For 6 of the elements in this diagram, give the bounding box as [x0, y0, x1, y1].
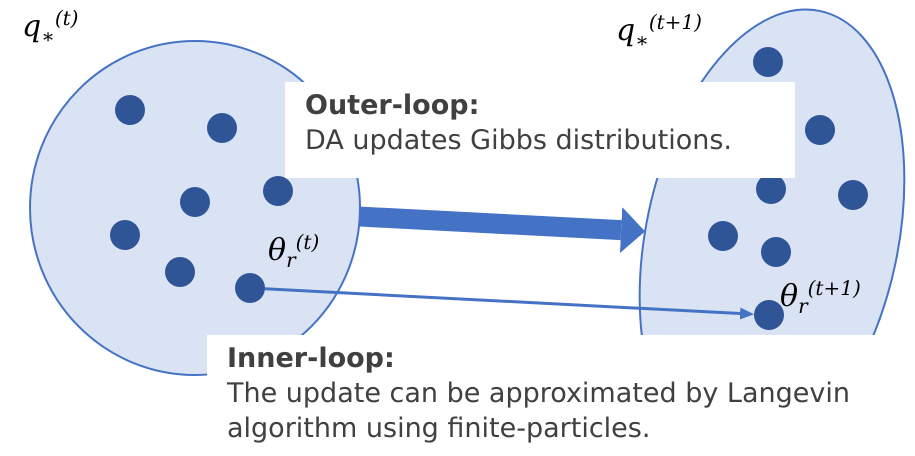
description: The update can be approximated by Langevin algorithm using finite-particles. [227, 377, 851, 446]
description: DA updates Gibbs distributions. [305, 124, 734, 158]
heading: Inner-loop: [227, 342, 396, 376]
block-arrow [359, 206, 646, 254]
heading: Outer-loop: [305, 89, 480, 123]
arrow [264, 287, 754, 320]
